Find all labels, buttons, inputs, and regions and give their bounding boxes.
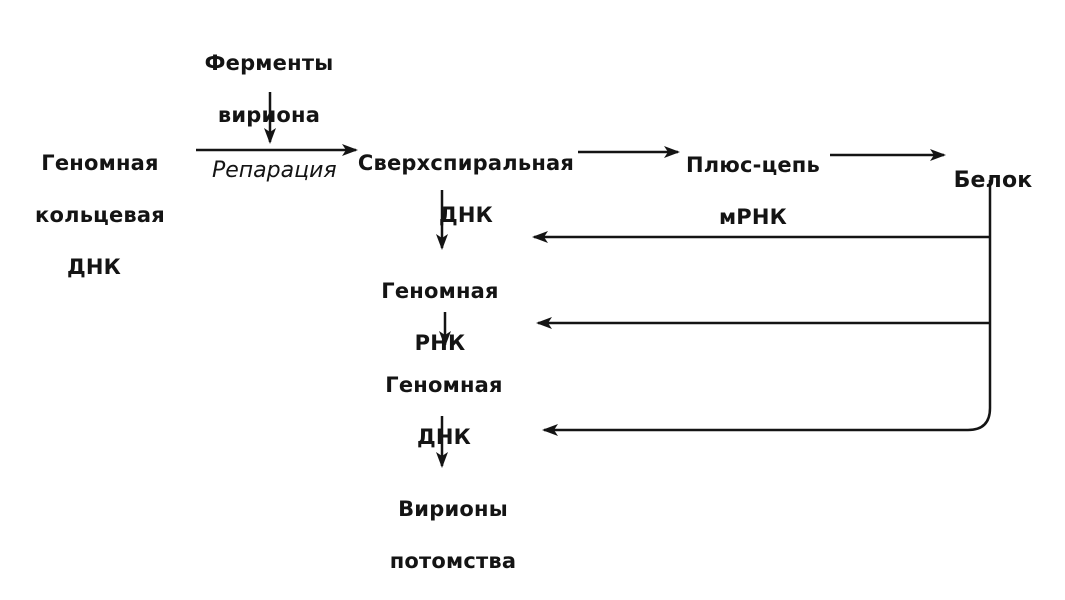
node-genomic-circular-dna: Геномная кольцевая ДНК xyxy=(22,124,178,306)
protein-feedback-trunk xyxy=(542,180,992,436)
node-line: мРНК xyxy=(718,205,788,229)
node-line: Геномная xyxy=(381,279,499,303)
node-supercoiled-dna: Сверхспиральная ДНК xyxy=(352,124,580,254)
arrows-layer xyxy=(196,92,992,468)
node-virion-enzymes: Ферменты вириона xyxy=(196,24,342,154)
node-line: кольцевая xyxy=(35,203,165,227)
node-line: РНК xyxy=(414,331,466,355)
node-line: Геномная xyxy=(41,151,159,175)
node-line: Вирионы xyxy=(398,497,508,521)
node-line: потомства xyxy=(389,549,517,573)
node-plus-strand-mrna: Плюс-цепь мРНК xyxy=(678,126,828,256)
node-line: Белок xyxy=(953,168,1033,193)
replication-scheme-diagram: Ферменты вириона Геномная кольцевая ДНК … xyxy=(22,24,1038,573)
node-line: Ферменты xyxy=(204,51,334,75)
node-line: Геномная xyxy=(385,373,503,397)
node-line: вириона xyxy=(217,103,321,127)
node-progeny-virions: Вирионы потомства xyxy=(378,470,528,600)
edge-label-repair: Репарация xyxy=(212,158,337,183)
node-protein: Белок xyxy=(948,142,1038,220)
node-genomic-dna: Геномная ДНК xyxy=(374,346,514,476)
node-line: ДНК xyxy=(438,203,494,227)
node-line: Сверхспиральная xyxy=(357,151,575,175)
node-genomic-rna: Геномная РНК xyxy=(370,252,510,382)
node-line: Плюс-цепь xyxy=(686,153,820,177)
node-line: ДНК xyxy=(416,425,472,449)
node-line: ДНК xyxy=(66,255,122,279)
